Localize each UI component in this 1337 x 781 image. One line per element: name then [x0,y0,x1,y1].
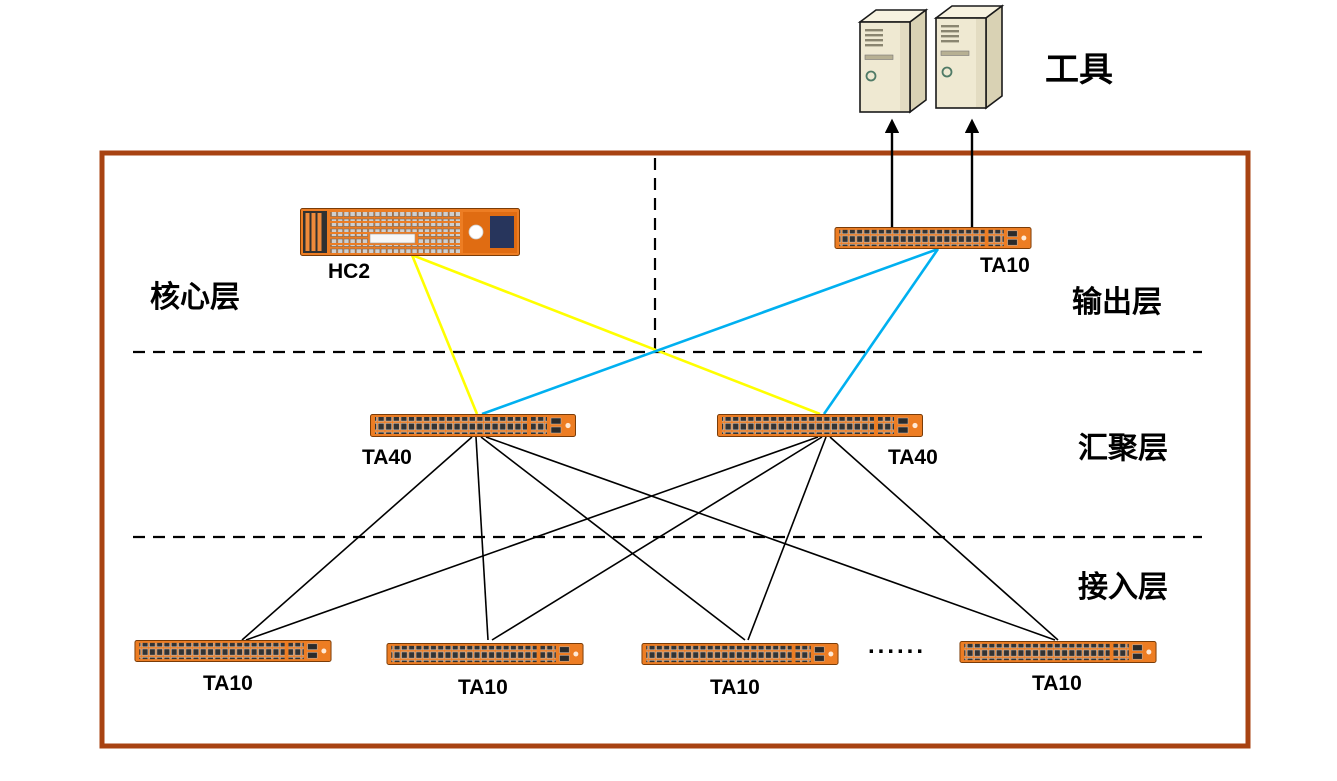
output-switch-label: TA10 [980,254,1030,277]
agg-switch-right-label: TA40 [888,446,938,469]
tools-label: 工具 [1045,51,1113,89]
link-core-to-agg-right [411,253,821,416]
access-switch-3-label: TA10 [710,676,760,699]
link-agg-left-access-4 [485,436,1056,641]
tool-server-back-icon [935,5,1003,109]
access-switch-4-label: TA10 [1032,672,1082,695]
link-agg-right-access-1 [245,436,819,641]
label-core-layer: 核心层 [150,281,240,314]
link-core-to-agg-left [410,254,479,415]
label-access-layer: 接入层 [1078,571,1168,604]
access-switch-1-label: TA10 [203,672,253,695]
link-agg-right-access-4 [829,436,1059,641]
label-output-layer: 输出层 [1072,286,1162,319]
access-switch-2-icon [386,643,584,665]
tool-server-front-icon [859,9,927,113]
access-switch-1-icon [134,640,332,662]
link-agg-left-access-2 [475,436,489,641]
access-switch-3-icon [641,643,839,665]
label-aggregation-layer: 汇聚层 [1078,432,1168,465]
agg-switch-right-icon [716,414,924,437]
link-agg-right-access-2 [491,436,823,641]
access-switch-2-label: TA10 [458,676,508,699]
access-ellipsis: ...... [868,632,927,659]
hc2-label: HC2 [328,260,371,283]
link-agg-left-access-3 [480,436,746,641]
link-agg-right-access-3 [747,436,827,641]
link-output-to-agg-left [481,247,939,416]
agg-switch-left-icon [369,414,577,437]
link-output-to-agg-right [822,248,940,415]
access-switch-4-icon [959,641,1157,663]
output-switch-icon [834,227,1032,249]
diagram-border [99,150,1251,749]
hc2-chassis-icon [300,208,520,256]
agg-switch-left-label: TA40 [362,446,412,469]
link-agg-left-access-1 [241,436,473,641]
